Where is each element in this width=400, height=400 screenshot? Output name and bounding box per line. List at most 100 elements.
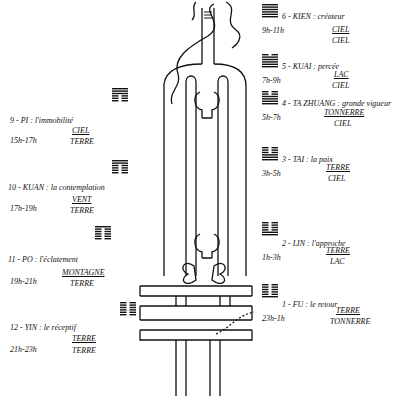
- hour-range: 3h-5h: [262, 169, 281, 178]
- hexagram-line: [122, 100, 129, 101]
- hexagram-line: [262, 291, 269, 292]
- hexagram-line: [262, 9, 278, 10]
- hexagram-line: [122, 165, 129, 166]
- hexagram-line: [272, 289, 279, 290]
- hexagram-line: [262, 234, 278, 235]
- trigram-upper: TERRE: [336, 306, 360, 315]
- hexagram-line: [262, 147, 269, 148]
- trigram-lower: TERRE: [72, 346, 96, 355]
- hexagram-line: [262, 294, 269, 295]
- hexagram-line: [262, 157, 278, 158]
- hexagram-title: 4 - TA ZHUANG : grande vigueur: [282, 99, 391, 108]
- hexagram-line: [112, 100, 119, 101]
- hexagram-line: [262, 152, 269, 153]
- hour-range: 15h-17h: [10, 136, 37, 145]
- hexagram-line: [130, 309, 137, 310]
- hexagram-line: [262, 296, 278, 297]
- hexagram-line: [120, 312, 127, 313]
- trigram-upper: CIEL: [332, 25, 349, 34]
- hexagram-line: [262, 91, 269, 92]
- hexagram-line: [272, 93, 279, 94]
- hexagram-symbol: [262, 54, 278, 67]
- hexagram-line: [262, 289, 269, 290]
- inner-channel: [186, 82, 228, 276]
- hexagram-line: [272, 222, 279, 223]
- hexagram-line: [262, 232, 278, 233]
- trigram-upper: TERRE: [326, 246, 350, 255]
- hexagram-title: 9 - PI : l'immobilité: [10, 116, 73, 125]
- hexagram-title: 1 - FU : le retour: [282, 300, 337, 309]
- trigram-lower: TONNERRE: [330, 317, 370, 326]
- hexagram-line: [262, 96, 278, 97]
- hexagram-line: [95, 231, 102, 232]
- trigram-upper: TERRE: [72, 334, 96, 343]
- trigram-lower: TERRE: [70, 206, 94, 215]
- hexagram-line: [262, 222, 269, 223]
- hexagram-line: [95, 238, 102, 239]
- hexagram-line: [122, 172, 129, 173]
- hexagram-symbol: [262, 284, 278, 297]
- hour-range: 17h-19h: [10, 204, 37, 213]
- trigram-upper: CIEL: [72, 126, 89, 135]
- hexagram-line: [262, 284, 269, 285]
- hexagram-line: [95, 228, 102, 229]
- hexagram-line: [112, 160, 128, 161]
- hexagram-line: [112, 88, 128, 89]
- hexagram-line: [262, 64, 278, 65]
- hexagram-line: [262, 6, 278, 7]
- dotted-path: [216, 312, 254, 334]
- hexagram-line: [120, 309, 127, 310]
- grid-bar: [140, 286, 252, 340]
- hexagram-line: [262, 14, 278, 15]
- trigram-lower: CIEL: [332, 36, 349, 45]
- hour-range: 19h-21h: [10, 277, 37, 286]
- hexagram-line: [262, 93, 269, 94]
- grid-leg: [176, 296, 230, 396]
- hexagram-line: [112, 165, 119, 166]
- inner-channel: [186, 76, 228, 82]
- trigram-lower: CIEL: [328, 174, 345, 183]
- hexagram-line: [262, 154, 278, 155]
- hour-range: 23h-1h: [262, 314, 285, 323]
- hour-range: 1h-3h: [262, 253, 281, 262]
- hexagram-line: [272, 54, 279, 55]
- hexagram-line: [95, 226, 111, 227]
- hexagram-line: [272, 294, 279, 295]
- hour-range: 21h-23h: [10, 345, 37, 354]
- hexagram-title: 11 - PO : l'éclatement: [8, 255, 78, 264]
- hexagram-title: 6 - KIEN : créateur: [282, 12, 345, 21]
- hexagram-symbol: [95, 226, 111, 239]
- hexagram-line: [130, 307, 137, 308]
- hexagram-symbol: [262, 147, 278, 160]
- hexagram-line: [262, 4, 278, 5]
- butterfly-symbol: [183, 263, 225, 283]
- trigram-lower: TERRE: [70, 279, 94, 288]
- hexagram-line: [262, 159, 278, 160]
- hexagram-line: [262, 61, 278, 62]
- hexagram-line: [262, 98, 278, 99]
- hexagram-title: 10 - KUAN : la contemplation: [8, 183, 105, 192]
- hexagram-title: 3 - TAI : la paix: [282, 155, 333, 164]
- hexagram-line: [262, 229, 269, 230]
- hexagram-line: [272, 291, 279, 292]
- hexagram-line: [262, 227, 269, 228]
- hexagram-line: [120, 304, 127, 305]
- hour-range: 5h-7h: [262, 113, 281, 122]
- hexagram-line: [112, 167, 119, 168]
- hexagram-line: [112, 172, 119, 173]
- hexagram-title: 12 - YIN : le réceptif: [10, 323, 76, 332]
- trigram-upper: TONNERRE: [324, 108, 364, 117]
- hexagram-line: [262, 224, 269, 225]
- trigram-lower: CIEL: [332, 81, 349, 90]
- hexagram-line: [105, 231, 112, 232]
- hexagram-line: [272, 286, 279, 287]
- hexagram-line: [112, 90, 128, 91]
- trigram-lower: TERRE: [70, 137, 94, 146]
- hexagram-line: [262, 11, 278, 12]
- hexagram-line: [130, 312, 137, 313]
- hexagram-line: [262, 101, 278, 102]
- hexagram-line: [272, 224, 279, 225]
